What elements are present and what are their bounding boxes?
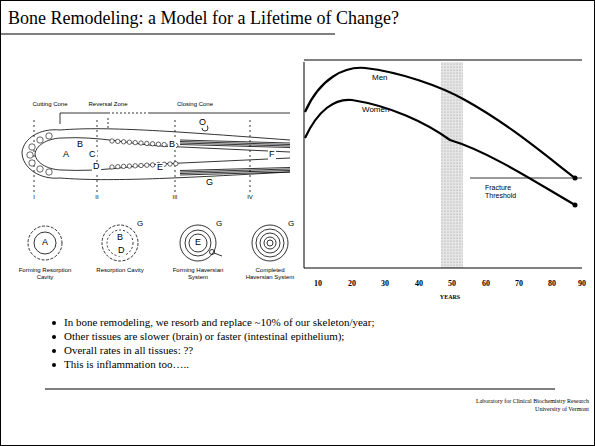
callout-letter: C [88,150,97,160]
series-label: Women [362,106,389,115]
callout-letter: A [62,150,70,160]
roman-numeral: IV [247,194,253,201]
women-curve [305,100,575,205]
footer-text: University of Vermont [535,406,589,413]
cross-sections [28,225,288,261]
axis-tick: 20 [348,280,356,289]
roman-numeral: III [172,194,177,201]
section-caption: Completed Haversian System [242,267,298,280]
callout-letter: D [117,246,126,256]
bullet-text: Other tissues are slower (brain) or fast… [64,330,344,342]
callout-letter: A [41,238,49,248]
callout-letter: B [116,233,124,243]
section-caption: Forming Haversian System [170,267,226,280]
callout-letter: G [287,220,295,229]
threshold-label: Fracture Threshold [484,184,526,199]
roman-numeral: I [33,194,35,201]
bullet-text: This is inflammation too….. [64,358,189,370]
bone-mass-chart [304,60,582,268]
callout-letter: O [198,118,207,128]
axis-tick: 40 [415,280,423,289]
callout-letter: E [194,238,202,248]
slide-title: Bone Remodeling: a Model for a Lifetime … [8,9,399,29]
callout-letter: G [215,220,223,229]
men-curve [305,68,575,178]
callout-letter: D [92,162,101,172]
bone-cells [27,133,178,175]
bullet-dots [52,321,56,367]
bullet-text: In bone remodeling, we resorb and replac… [64,316,374,328]
axis-tick: 50 [448,280,456,289]
zone-label: Reversal Zone [88,101,128,108]
zone-label: Cutting Cone [30,101,70,108]
bullet-text: Overall rates in all tissues: ?? [64,344,193,356]
footer-text: Laboratory for Clinical Biochemistry Res… [476,398,589,405]
axis-tick: 60 [482,280,490,289]
axis-tick: 70 [515,280,523,289]
callout-letter: B [76,140,84,150]
axis-tick: 30 [381,280,389,289]
callout-letter: G [136,220,144,229]
axis-tick: 90 [578,280,586,289]
series-label: Men [372,74,388,83]
callout-letter: F [268,150,276,160]
axis-tick: 80 [548,280,556,289]
callout-letter: E [156,163,164,173]
axis-title: YEARS [440,294,460,301]
footer-rule [45,389,555,390]
section-caption: Forming Resorption Cavity [17,267,73,280]
zone-label: Closing Cone [165,101,225,108]
fracture-threshold-line [470,178,582,179]
roman-numeral: II [95,194,98,201]
title-rule [0,34,335,35]
section-caption: Resorption Cavity [92,267,148,274]
callout-letter: B [168,140,176,150]
axis-tick: 10 [314,280,322,289]
remodeling-cone [22,113,290,192]
callout-letter: G [205,178,214,188]
